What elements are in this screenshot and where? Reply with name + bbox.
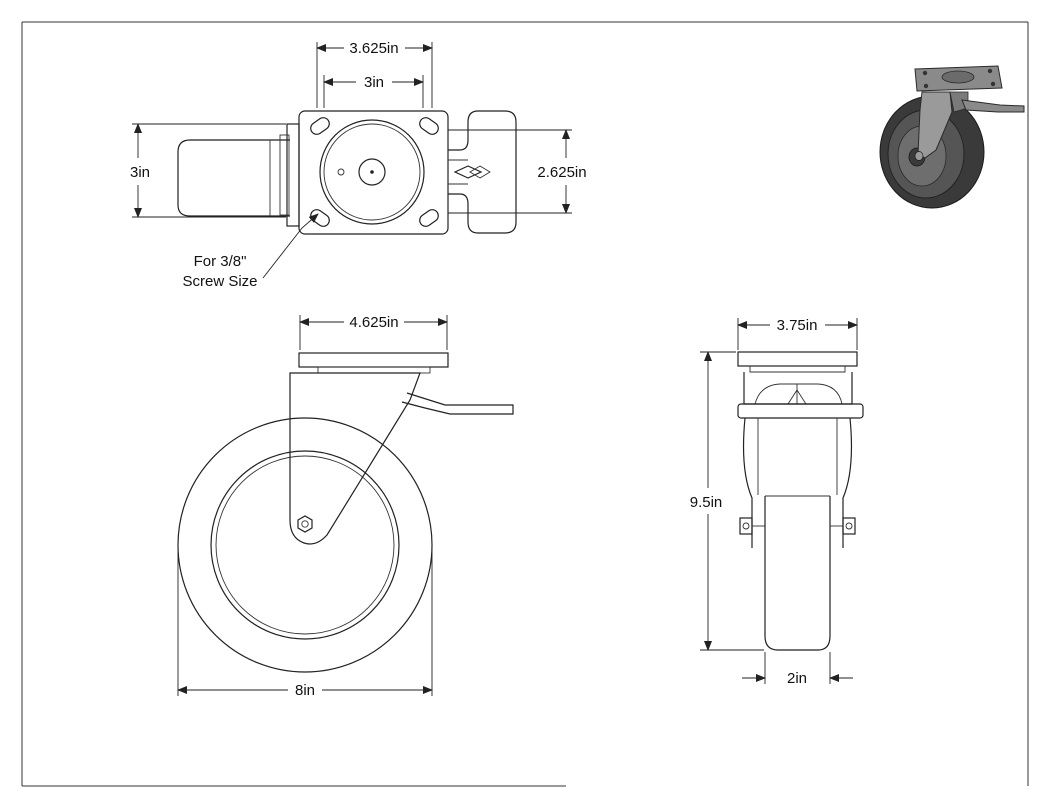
- dim-label-top-width: 4.625in: [349, 314, 398, 331]
- screw-size-note: For 3/8" Screw Size: [182, 213, 319, 290]
- screw-note-line2: Screw Size: [182, 273, 257, 290]
- dim-label-wheel-diameter: 8in: [295, 682, 315, 699]
- dim-plate-height: 3in: [130, 123, 286, 218]
- dim-hole-spacing-width: 3in: [323, 74, 424, 108]
- dim-top-width: 4.625in: [299, 314, 448, 350]
- screw-note-line1: For 3/8": [194, 253, 247, 270]
- dim-wheel-width: 2in: [742, 652, 853, 687]
- dim-label-hole-spacing-height: 2.625in: [537, 164, 586, 181]
- dim-label-front-plate-width: 3.75in: [777, 317, 818, 334]
- caster-isometric-render: [879, 65, 1025, 209]
- dim-plate-width: 3.625in: [316, 40, 433, 108]
- dim-label-overall-height: 9.5in: [690, 494, 723, 511]
- dim-label-wheel-width: 2in: [787, 670, 807, 687]
- top-view: [177, 110, 517, 235]
- dim-wheel-diameter: 8in: [177, 548, 433, 699]
- drawing-border: [21, 21, 1029, 787]
- dim-hole-spacing-height: 2.625in: [448, 129, 587, 214]
- dim-label-plate-width: 3.625in: [349, 40, 398, 57]
- dim-overall-height: 9.5in: [690, 351, 764, 651]
- dim-front-plate-width: 3.75in: [737, 317, 858, 350]
- dim-label-hole-spacing-width: 3in: [364, 74, 384, 91]
- front-view: [737, 351, 864, 651]
- side-view: [177, 352, 514, 673]
- dim-label-plate-height: 3in: [130, 164, 150, 181]
